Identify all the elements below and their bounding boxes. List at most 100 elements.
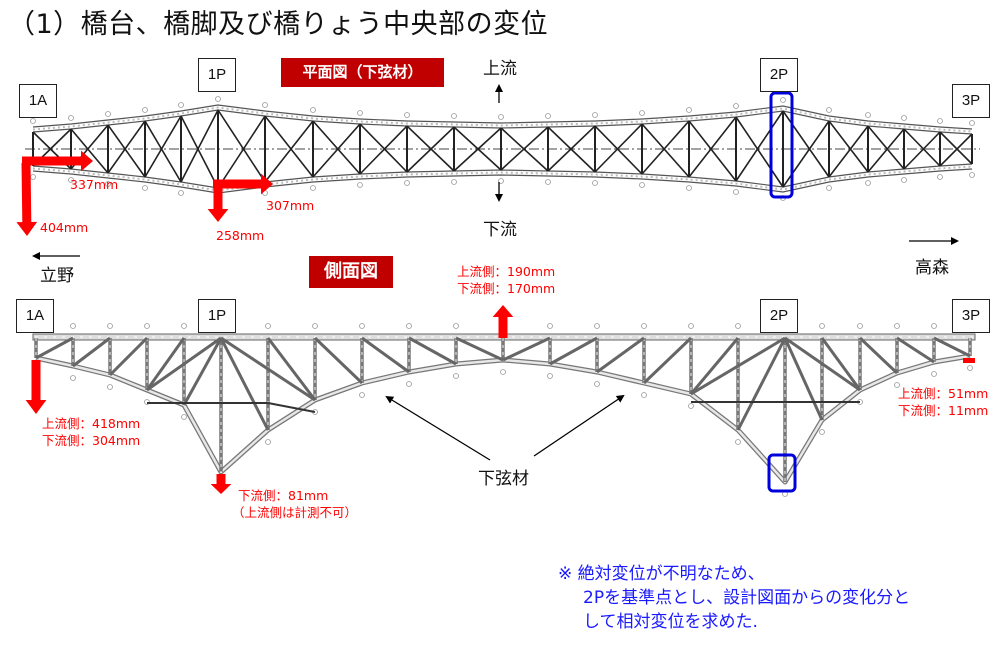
plan-node-marker [639,110,645,116]
side-node-marker [406,381,412,387]
side-diagonal [502,336,551,362]
plan-2p-highlight [769,91,794,199]
plan-diagonal [641,120,690,175]
side-diagonal [108,336,149,377]
plan-node-marker [686,185,692,191]
plan-node-marker [142,185,148,191]
side-diagonal [408,336,457,366]
p1-transverse-displacement: 307mm [266,198,315,213]
plan-node-marker [310,107,316,113]
downstream-label: 下流 [483,220,517,240]
plan-node-marker [969,120,975,126]
a1-upstream-vertical: 上流側：418mm [42,416,141,431]
plan-diagonal [406,126,455,173]
side-node-marker [967,365,973,371]
side-diagonal [642,336,693,385]
plan-diagonal [782,110,830,178]
label-1a-side: 1A [16,299,54,333]
side-node-marker [265,323,271,329]
side-node-marker [819,429,825,435]
plan-diagonal [217,109,266,183]
p1-longitudinal-arrow [207,183,229,222]
lower-chord-callout-right [533,394,625,457]
side-node-marker [688,323,694,329]
a1-vertical-arrow [25,360,47,414]
plan-node-marker [404,180,410,186]
note-line-3: して相対変位を求めた. [583,612,758,632]
p1-vertical-arrow [210,474,232,494]
plan-node-marker [142,107,148,113]
label-1p-side: 1P [198,299,236,333]
plan-node-marker [105,111,111,117]
side-node-marker [453,323,459,329]
side-node-marker [359,323,365,329]
center-downstream-displacement: 下流側：170mm [457,281,556,296]
side-node-marker [547,373,553,379]
side-node-marker [500,369,506,375]
a1-transverse-displacement: 337mm [70,177,119,192]
side-node-marker [312,323,318,329]
plan-node-marker [451,179,457,185]
plan-diagonal [828,125,869,178]
a1-longitudinal-displacement: 404mm [40,220,89,235]
plan-node-marker [592,180,598,186]
side-diagonal [72,336,111,368]
plan-node-marker [545,113,551,119]
plan-node-marker [733,189,739,195]
p1-downstream-vertical: 下流側：81mm [238,488,329,503]
plan-node-marker [498,114,504,120]
side-node-marker [453,373,459,379]
plan-diagonal [594,123,643,173]
plan-node-marker [262,102,268,108]
label-3p-plan: 3P [952,84,990,118]
plan-diagonal [735,116,784,188]
side-diagonal [858,336,899,375]
plan-node-marker [865,180,871,186]
side-node-marker [107,384,113,390]
p3-vertical-marker [963,358,975,363]
side-view-banner: 側面図 [309,256,393,288]
plan-node-marker [357,110,363,116]
side-diagonal [455,336,504,362]
side-diagonal [266,337,317,401]
plan-diagonal [782,120,830,188]
plan-diagonal [867,128,905,173]
side-2p-highlight [767,453,797,493]
plan-node-marker [178,190,184,196]
side-diagonal [784,336,861,392]
side-diagonal [145,337,186,391]
side-node-marker [857,323,863,329]
plan-node-marker [105,181,111,187]
side-diagonal [783,337,824,421]
side-diagonal [896,336,935,364]
p3-downstream-vertical: 下流側：11mm [898,403,989,418]
side-diagonal [689,337,740,395]
side-node-marker [894,382,900,388]
side-diagonal [690,336,786,396]
side-node-marker [688,403,694,409]
side-node-marker [594,381,600,387]
plan-diagonal [828,120,869,173]
side-diagonal [549,336,598,366]
annotations [16,84,975,494]
plan-node-marker [178,102,184,108]
plan-node-marker [686,107,692,113]
a1-transverse-arrow [22,150,93,172]
side-node-marker [181,323,187,329]
label-2p-side: 2P [760,299,798,333]
side-node-marker [70,323,76,329]
plan-diagonal [144,115,182,178]
plan-node-marker [592,112,598,118]
plan-diagonal [939,131,973,165]
side-node-marker [594,323,600,329]
side-diagonal [220,336,316,402]
plan-diagonal [264,115,314,178]
plan-node-marker [733,103,739,109]
side-node-marker [735,439,741,445]
plan-diagonal [867,125,905,170]
side-diagonal [596,336,645,374]
plan-diagonal [180,109,219,183]
plan-node-marker [451,113,457,119]
p1-longitudinal-displacement: 258mm [216,228,265,243]
plan-diagonal [903,131,941,170]
